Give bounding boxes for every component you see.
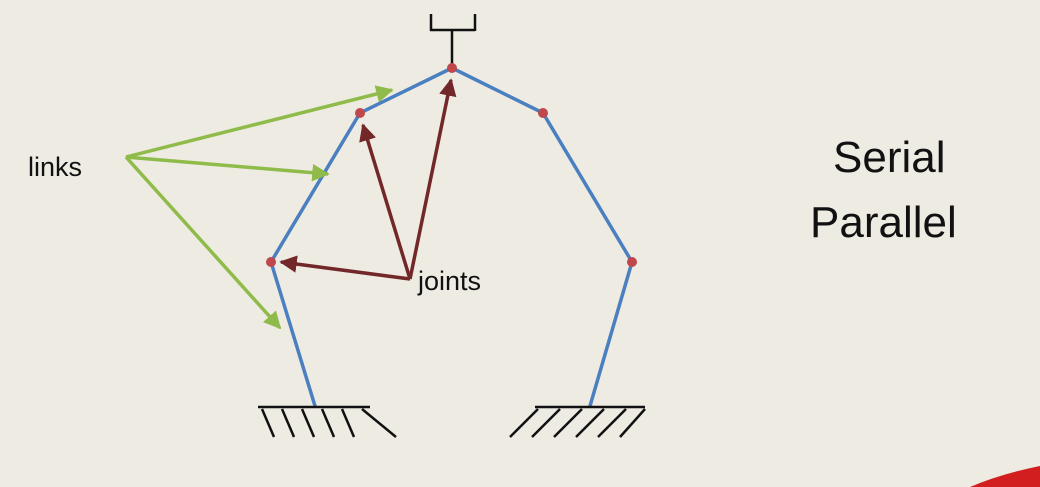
joint-dots xyxy=(266,63,637,267)
links-arrow-middle xyxy=(125,155,330,182)
joints-arrow-top xyxy=(408,78,457,280)
links-arrows xyxy=(124,85,394,330)
mechanism-links xyxy=(269,66,634,408)
joints-arrow-bottom xyxy=(279,255,411,281)
end-effector-icon xyxy=(429,14,477,66)
corner-accent xyxy=(970,466,1040,487)
joint-dot xyxy=(447,63,457,73)
serial-label: Serial xyxy=(833,133,946,182)
right-chain-links xyxy=(450,66,634,408)
joint-dot xyxy=(266,257,276,267)
links-arrow-top xyxy=(125,85,394,159)
links-label: links xyxy=(28,152,83,182)
joint-dot xyxy=(538,108,548,118)
parallel-label: Parallel xyxy=(810,198,957,247)
left-chain-links xyxy=(269,66,454,408)
joints-arrow-middle xyxy=(359,123,412,280)
ground-left-icon xyxy=(258,405,397,438)
ground-right-icon xyxy=(509,405,646,438)
joint-dot xyxy=(627,257,637,267)
joints-label: joints xyxy=(418,266,482,296)
joints-arrows xyxy=(279,78,457,281)
links-arrow-bottom xyxy=(124,155,282,330)
joint-dot xyxy=(355,108,365,118)
